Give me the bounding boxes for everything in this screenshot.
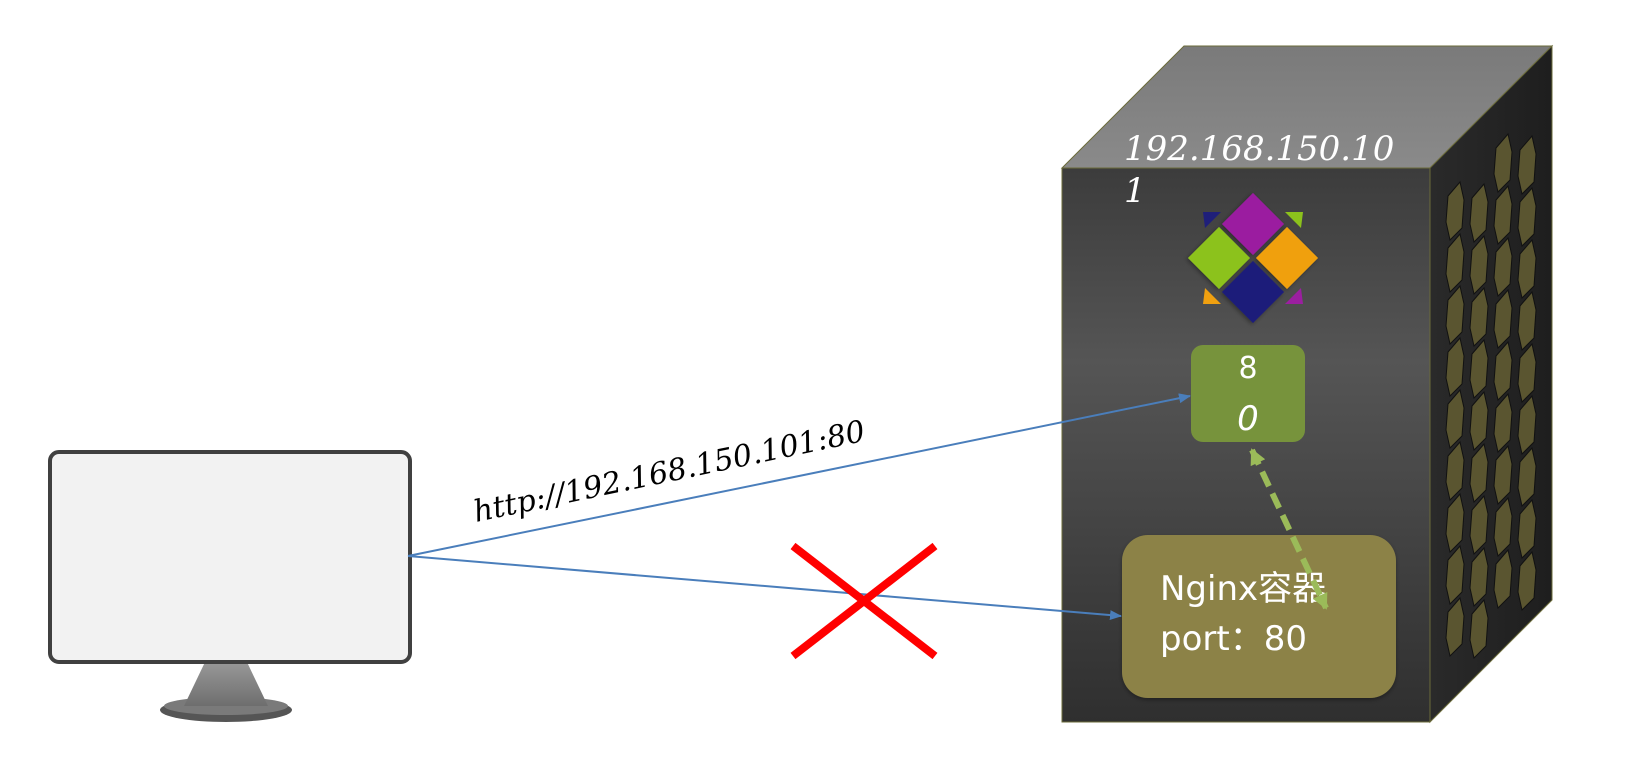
- vent-hole: [1517, 446, 1537, 507]
- port-mapping-arrow: [1249, 448, 1329, 610]
- request-to-host-port-arrow: [407, 393, 1191, 557]
- vent-hole: [1469, 598, 1489, 659]
- vent-hole: [1445, 596, 1465, 657]
- vent-hole: [1493, 496, 1513, 557]
- server-vents: [1445, 132, 1537, 659]
- monitor-stand: [184, 660, 268, 706]
- monitor-screen: [48, 450, 412, 664]
- vent-hole: [1493, 444, 1513, 505]
- vent-hole: [1517, 394, 1537, 455]
- vent-hole: [1469, 234, 1489, 295]
- vent-hole: [1445, 232, 1465, 293]
- client-computer: [48, 450, 412, 722]
- red-x-cross-icon: [790, 542, 938, 660]
- vent-hole: [1445, 388, 1465, 449]
- vent-hole: [1493, 548, 1513, 609]
- vent-hole: [1493, 236, 1513, 297]
- container-name: Nginx容器: [1160, 569, 1326, 609]
- vent-hole: [1493, 392, 1513, 453]
- vent-hole: [1517, 550, 1537, 611]
- vent-hole: [1517, 342, 1537, 403]
- vent-hole: [1469, 442, 1489, 503]
- host-port-box: 8 0: [1191, 345, 1305, 442]
- vent-hole: [1517, 290, 1537, 351]
- vent-hole: [1493, 132, 1513, 193]
- container-port: port：80: [1160, 619, 1307, 659]
- vent-hole: [1469, 338, 1489, 399]
- server-ip-line2: 1: [1124, 171, 1146, 211]
- vent-hole: [1469, 494, 1489, 555]
- vent-hole: [1469, 546, 1489, 607]
- vent-hole: [1517, 498, 1537, 559]
- host-port-digit-1: 8: [1238, 351, 1257, 386]
- vent-hole: [1469, 182, 1489, 243]
- vent-hole: [1493, 184, 1513, 245]
- vent-hole: [1469, 286, 1489, 347]
- vent-hole: [1445, 284, 1465, 345]
- nginx-container-box: Nginx容器 port：80: [1122, 535, 1396, 698]
- vent-hole: [1445, 544, 1465, 605]
- vent-hole: [1493, 288, 1513, 349]
- vent-hole: [1469, 390, 1489, 451]
- vent-hole: [1493, 340, 1513, 401]
- server-ip-line1: 192.168.150.10: [1124, 129, 1394, 169]
- request-to-container-arrow: [407, 555, 1122, 621]
- host-port-digit-2: 0: [1237, 399, 1259, 439]
- vent-hole: [1445, 492, 1465, 553]
- vent-hole: [1517, 238, 1537, 299]
- vent-hole: [1445, 336, 1465, 397]
- vent-hole: [1517, 186, 1537, 247]
- vent-hole: [1445, 440, 1465, 501]
- vent-hole: [1445, 180, 1465, 241]
- request-url-label: http://192.168.150.101:80: [470, 414, 868, 530]
- vent-hole: [1517, 134, 1537, 195]
